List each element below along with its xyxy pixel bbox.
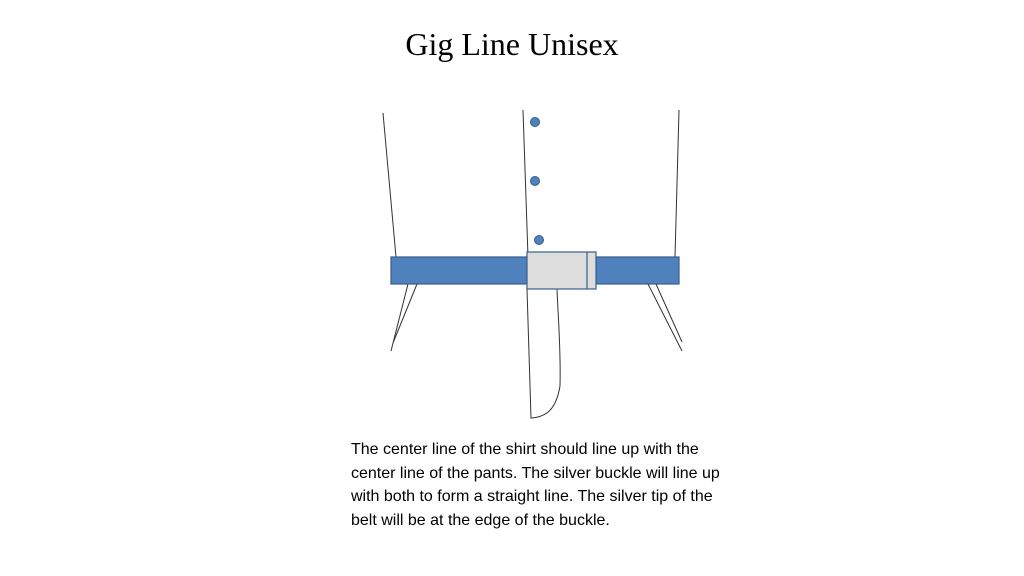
shirt-button <box>534 235 544 245</box>
pants-right-edge-inner <box>655 283 683 343</box>
caption-text: The center line of the shirt should line… <box>351 441 720 529</box>
shirt-buttons <box>530 117 544 245</box>
shirt-button <box>530 176 540 186</box>
pants-right-edge-outer <box>647 283 683 352</box>
slide-title: Gig Line Unisex <box>405 26 619 62</box>
pants-left-edge-inner <box>392 283 418 344</box>
pants-fly <box>526 288 561 419</box>
shirt-center-line <box>522 109 529 258</box>
shirt-left-edge <box>382 112 397 258</box>
shirt-button <box>530 117 540 127</box>
shirt-right-edge <box>674 109 680 258</box>
belt-buckle <box>526 251 597 290</box>
